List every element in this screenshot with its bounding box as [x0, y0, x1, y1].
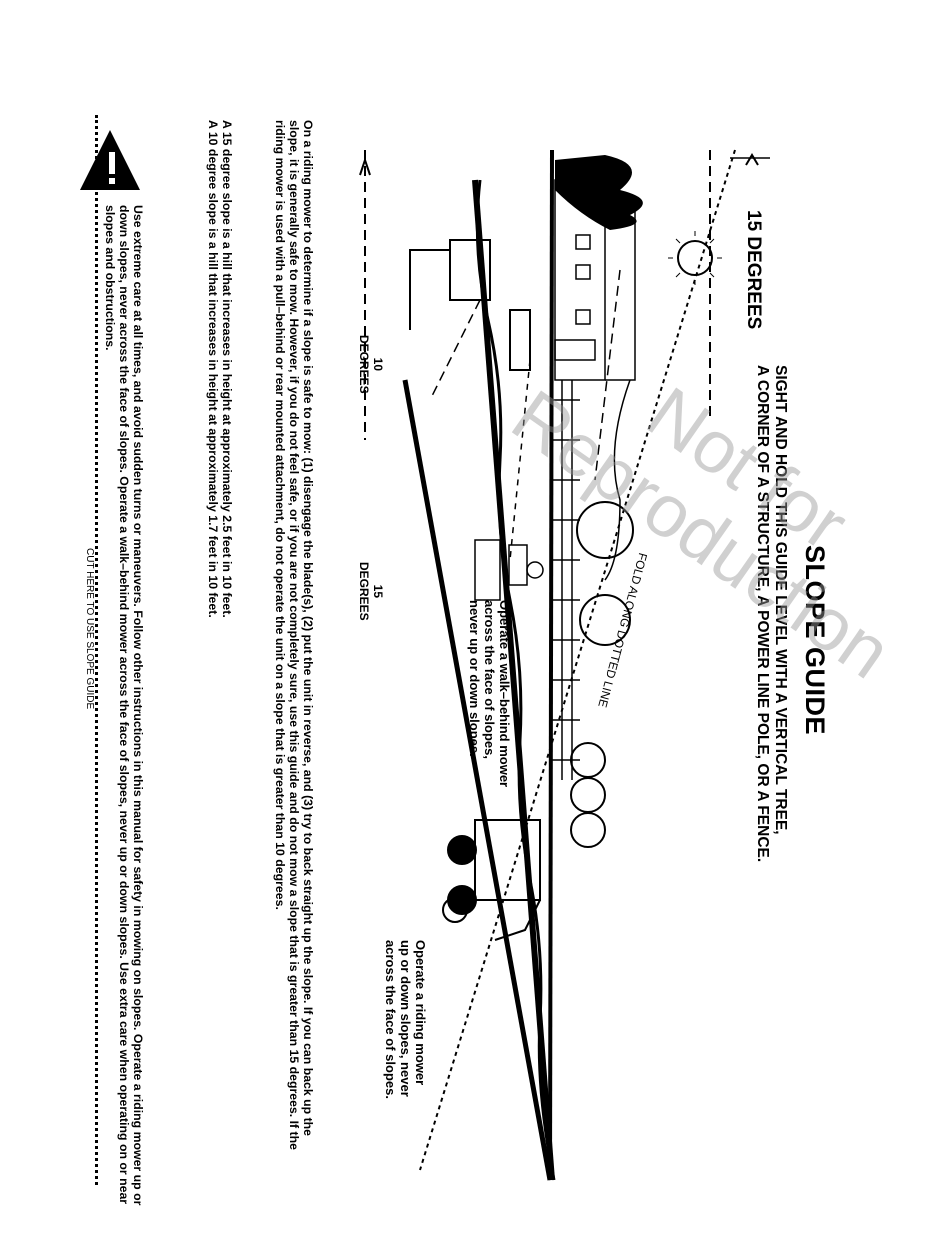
house-icon	[554, 179, 636, 381]
sun-icon	[677, 240, 713, 276]
cut-label: CUT HERE TO USE SLOPE GUIDE	[84, 548, 95, 710]
slope-10-line	[402, 379, 553, 1181]
fold-line	[419, 149, 736, 1171]
fence-icon	[552, 380, 580, 780]
safety-paragraph: On a riding mower to determine if a slop…	[273, 120, 315, 1150]
arrow-icon	[359, 156, 371, 176]
riding-mower-icon	[442, 819, 541, 941]
ground-line	[548, 149, 554, 1181]
power-line-icon	[604, 379, 631, 581]
slope-definition-paragraph: A 15 degree slope is a hill that increas…	[206, 120, 234, 618]
tree-icon	[555, 155, 643, 230]
warning-icon	[80, 130, 140, 190]
person-holding-guide-icon	[409, 239, 531, 371]
warning-text: Use extreme care at all times, and avoid…	[103, 205, 145, 1206]
riding-mower-caption: Operate a riding mower up or down slopes…	[383, 940, 428, 1099]
walk-mower-person-icon	[474, 539, 544, 601]
slope-15-label: 15 DEGREES	[357, 562, 385, 621]
slope-10-label: 10 DEGREES	[357, 335, 385, 394]
angle-label-15-degrees: 15 DEGREES	[743, 210, 764, 330]
cut-line	[95, 115, 98, 1185]
walk-behind-caption: Operate a walk–behind mower across the f…	[467, 600, 512, 788]
shrub-icon	[570, 501, 634, 848]
arrow-icon	[745, 153, 759, 166]
